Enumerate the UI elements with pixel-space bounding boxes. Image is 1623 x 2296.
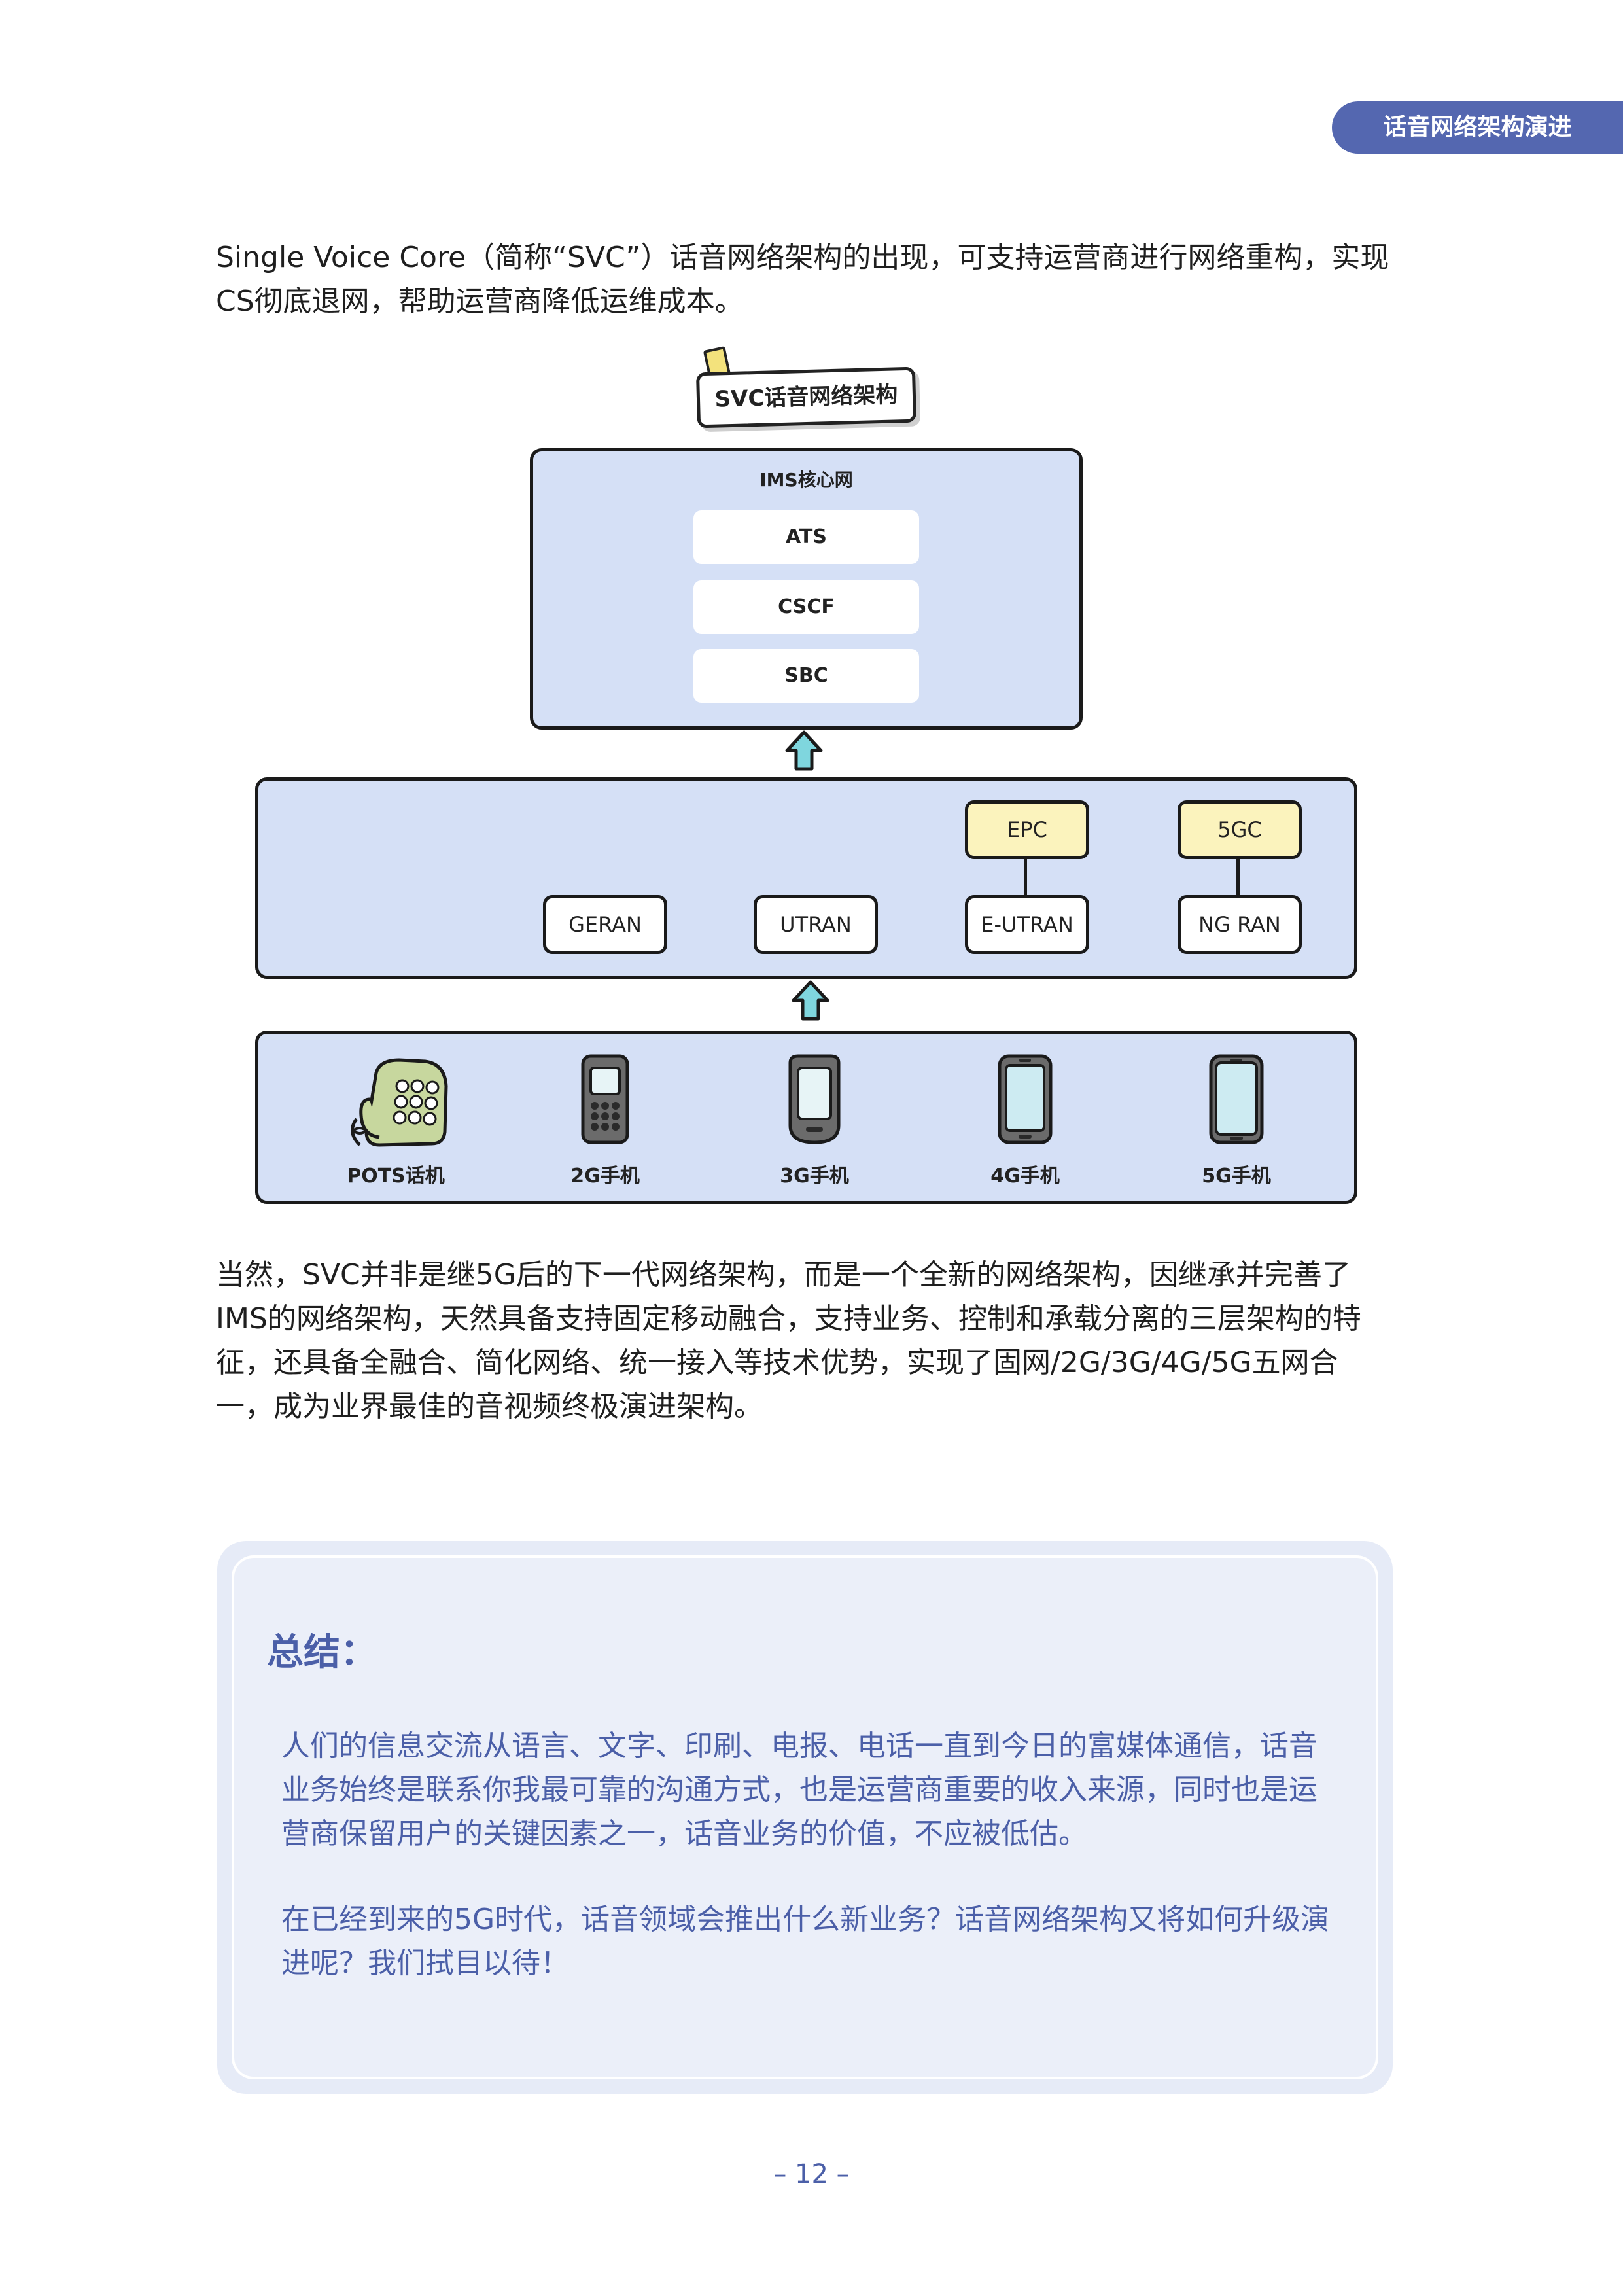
device-label: POTS话机: [347, 1165, 445, 1188]
summary-paragraph-1: 人们的信息交流从语言、文字、印刷、电报、电话一直到今日的富媒体通信，话音业务始终…: [281, 1729, 1318, 1850]
telephone-icon: [351, 1058, 448, 1147]
summary-box-inner: [232, 1555, 1378, 2079]
up-arrow-icon: [785, 730, 823, 771]
section-tab: 话音网络架构演进: [1332, 101, 1623, 154]
device-label: 4G手机: [990, 1165, 1060, 1188]
smartphone-icon: [998, 1054, 1053, 1144]
device-2g: 2G手机: [533, 1034, 677, 1201]
ims-item-cscf: CSCF: [693, 580, 919, 634]
page-number: – 12 –: [773, 2159, 850, 2189]
ran-panel: EPC 5GC GERAN UTRAN E-UTRAN NG RAN: [255, 777, 1357, 979]
feature-phone-icon: [581, 1054, 629, 1144]
utran-node: UTRAN: [754, 895, 878, 954]
5gc-node: 5GC: [1178, 800, 1302, 859]
e-utran-node: E-UTRAN: [965, 895, 1089, 954]
device-5g: 5G手机: [1164, 1034, 1308, 1201]
summary-paragraph-2: 在已经到来的5G时代，话音领域会推出什么新业务？话音网络架构又将如何升级演进呢？…: [281, 1903, 1330, 1980]
up-arrow-icon: [792, 980, 829, 1021]
ims-core-label: IMS核心网: [759, 469, 853, 491]
ims-item-ats: ATS: [693, 510, 919, 564]
device-4g: 4G手机: [953, 1034, 1097, 1201]
summary-title: 总结：: [267, 1631, 377, 1674]
summary-box: [217, 1541, 1393, 2094]
device-label: 2G手机: [570, 1165, 640, 1188]
smartphone-icon: [1209, 1054, 1264, 1144]
intro-paragraph: Single Voice Core（简称“SVC”）话音网络架构的出现，可支持运…: [216, 241, 1389, 318]
device-label: 3G手机: [780, 1165, 849, 1188]
5gc-link: [1236, 859, 1240, 895]
ims-core-panel: IMS核心网 ATS CSCF SBC: [530, 448, 1083, 730]
ng-ran-node: NG RAN: [1178, 895, 1302, 954]
diagram-title: SVC话音网络架构: [695, 366, 917, 429]
device-panel: POTS话机 2G手机 3G手机: [255, 1031, 1357, 1204]
epc-node: EPC: [965, 800, 1089, 859]
device-3g: 3G手机: [742, 1034, 886, 1201]
ims-item-sbc: SBC: [693, 649, 919, 703]
mobile-phone-icon: [788, 1054, 841, 1144]
geran-node: GERAN: [543, 895, 667, 954]
device-pots: POTS话机: [324, 1034, 468, 1201]
device-label: 5G手机: [1202, 1165, 1271, 1188]
epc-link: [1024, 859, 1027, 895]
body-paragraph: 当然，SVC并非是继5G后的下一代网络架构，而是一个全新的网络架构，因继承并完善…: [216, 1258, 1361, 1423]
